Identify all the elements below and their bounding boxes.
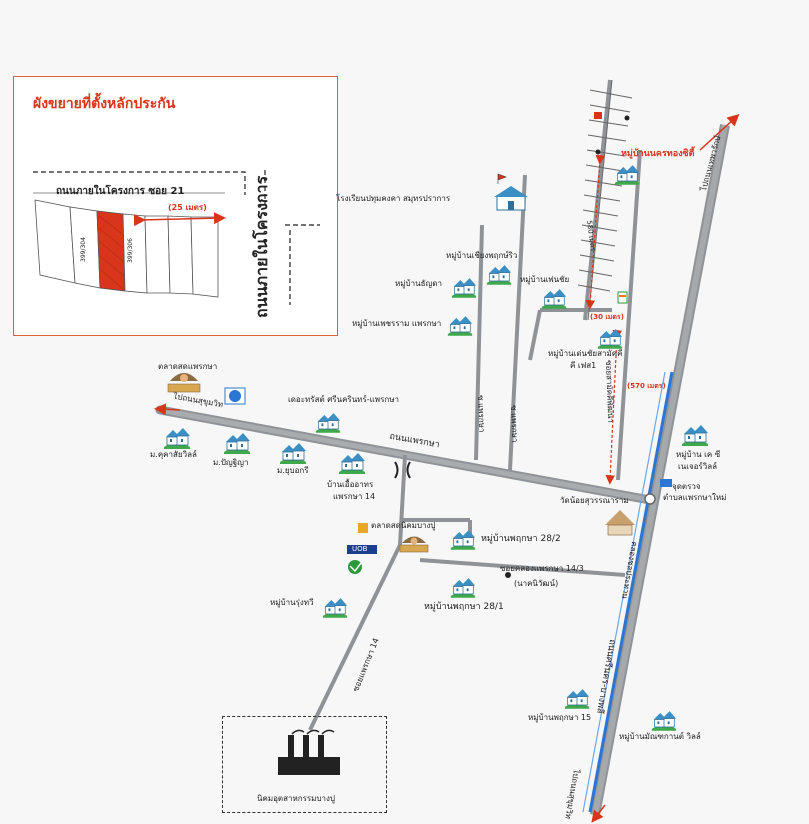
market-icon bbox=[167, 373, 201, 393]
inset-title: ผังขยายที่ตั้งหลักประกัน bbox=[33, 96, 176, 112]
inset-lot-left: 399/304 bbox=[80, 237, 87, 262]
m-usuki-label: ม.ยุบอกรี bbox=[277, 466, 309, 475]
village-ke-label-2: เนเจอร์วิลล์ bbox=[678, 462, 718, 471]
ueachon-label: บ้านเอื้ออาทร bbox=[327, 480, 374, 489]
village-rungthawee-label: หมู่บ้านรุ่งทวี bbox=[270, 598, 314, 607]
distance-30-label: (30 เมตร) bbox=[590, 313, 624, 321]
checkpoint-label: จุดตรวจ bbox=[672, 482, 701, 491]
soi-nakarin-note: (นาคนิวัฒน์) bbox=[514, 579, 559, 588]
soi-2-label: ซ.แพรกษา bbox=[509, 404, 520, 443]
village-phetchai-label: หมู่บ้านเพ่นชัย bbox=[520, 275, 570, 284]
market-praeksa-label: ตลาดสดแพรกษา bbox=[158, 362, 218, 371]
soi-nakarin-label: ซอยคลองแพรกษา 14/3 bbox=[500, 564, 584, 573]
temple-icon bbox=[605, 510, 635, 536]
village-pruksa-15-label: หมู่บ้านพฤกษา 15 bbox=[528, 713, 592, 722]
inset-road-top: ถนนภายในโครงการ ซอย 21 bbox=[56, 186, 185, 197]
village-pruksa-282-label: หมู่บ้านพฤกษา 28/2 bbox=[481, 534, 561, 544]
ueachon-label-2: แพรกษา 14 bbox=[333, 492, 376, 501]
the-trust-label: เดอะทรัสต์ ศรีนครินทร์-แพรกษา bbox=[288, 395, 399, 404]
canal-line bbox=[588, 371, 674, 813]
school-icon bbox=[494, 173, 528, 211]
temple-label: วัดน้อยสุวรรณาราม bbox=[560, 496, 629, 505]
bank-logo-icon bbox=[224, 387, 246, 405]
bridge-mark bbox=[394, 461, 411, 479]
m-kasalia-label: ม.คุคาสัยวิลล์ bbox=[150, 450, 197, 459]
m-pinya-label: ม.ปัญฐิญา bbox=[213, 458, 249, 467]
market-bangpoo-label: ตลาดสดนิคมบางปู bbox=[371, 521, 436, 530]
village-pruksa-281-label: หมู่บ้านพฤกษา 28/1 bbox=[424, 602, 504, 612]
distance-570-label: (570 เมตร) bbox=[627, 382, 666, 390]
inset-plot-map bbox=[33, 170, 320, 305]
bank-k-icon bbox=[348, 560, 362, 574]
target-village-label: หมู่บ้านนครทองซิตี้ bbox=[621, 149, 695, 159]
village-chaiyaphruek-label: หมู่บ้านเชียงพฤกษ์ริว bbox=[446, 251, 518, 260]
inset-road-side: ถนนภายในโครงการ bbox=[252, 175, 271, 318]
village-sammakhee-phase-label: คี เฟส1 bbox=[570, 361, 597, 370]
side-roads bbox=[308, 79, 642, 731]
industrial-estate-label: นิคมอุตสาหกรรมบางปู bbox=[257, 794, 336, 803]
sub-soi-label: ซอยสามัคคีพัฒนา bbox=[604, 359, 616, 423]
checkpoint-label-2: ตำบลแพรกษาใหม่ bbox=[663, 493, 727, 502]
highway-road bbox=[590, 124, 730, 816]
industrial-estate-box bbox=[222, 716, 387, 813]
inset-distance: (25 เมตร) bbox=[168, 203, 207, 212]
village-phetcharam-label: หมู่บ้านเพชรราม แพรกษา bbox=[352, 319, 442, 328]
market-bangpoo-icon bbox=[399, 536, 429, 553]
factory-icon bbox=[278, 729, 340, 775]
village-thanyada-label: หมู่บ้านธัญดา bbox=[395, 279, 442, 288]
village-sammakhee-label: หมู่บ้านเด่นชัยสามัคคี bbox=[548, 349, 623, 358]
village-manathanant-label: หมู่บ้านมัณฑกานต์ วิลล์ bbox=[619, 732, 701, 741]
soi-1-label: ซ.แพรกษา bbox=[476, 394, 487, 433]
inset-lot-right: 399/306 bbox=[127, 238, 134, 263]
school-label: โรงเรียนปทุมคงคา สมุทรปราการ bbox=[336, 194, 451, 203]
village-ke-label: หมู่บ้าน เค ซี bbox=[676, 450, 721, 459]
uob-label: UOB bbox=[352, 545, 368, 553]
